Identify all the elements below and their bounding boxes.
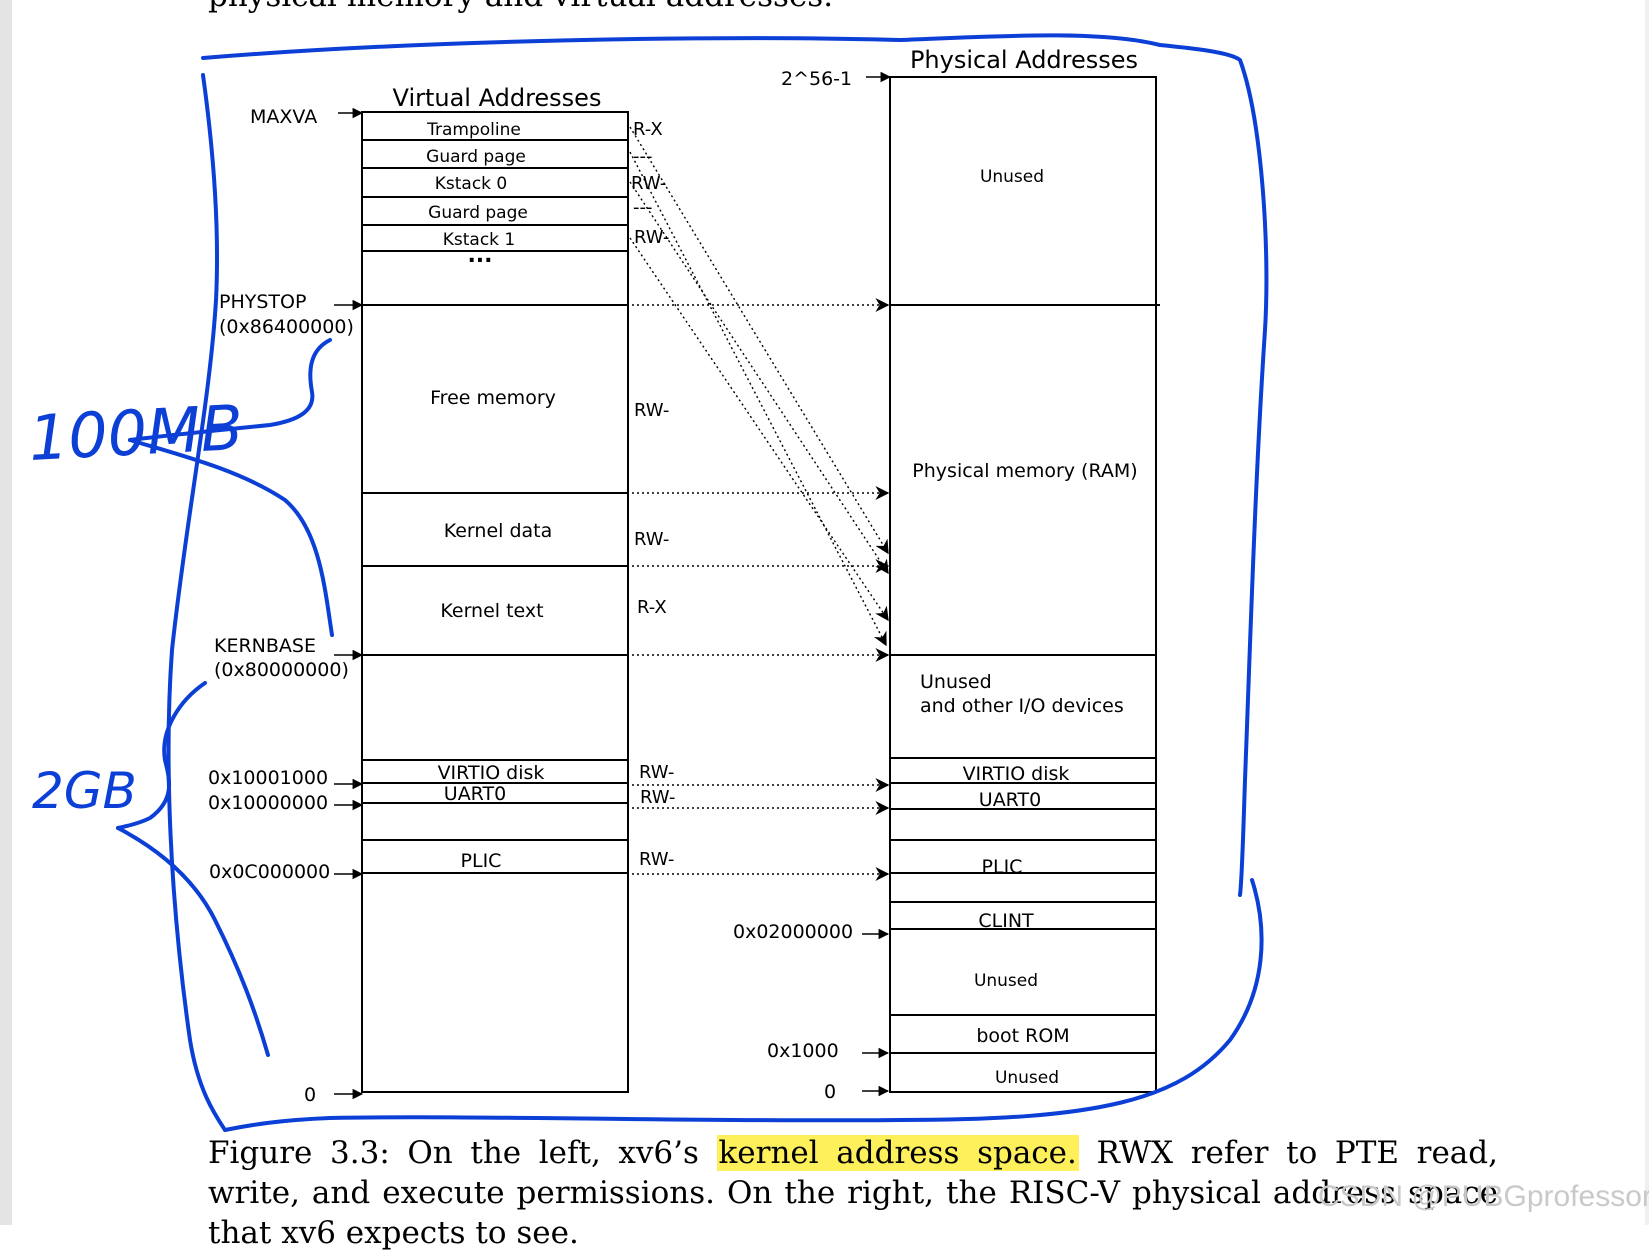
caption-part1: Figure 3.3: On the left, xv6’s	[208, 1135, 717, 1171]
marker-0x10000000: 0x10000000	[208, 792, 328, 814]
perm-kstack-0: RW-	[631, 173, 666, 194]
marker-kernbase-addr: (0x80000000)	[214, 659, 349, 681]
perm-free-memory: RW-	[634, 400, 669, 421]
marker-maxva: MAXVA	[250, 106, 317, 128]
perm-uart0: RW-	[640, 787, 675, 808]
vregion-plic: PLIC	[461, 850, 502, 872]
vregion-trampoline: Trampoline	[426, 120, 521, 140]
marker-0x10001000: 0x10001000	[208, 767, 328, 789]
annotation-100mb: 100MB	[27, 391, 245, 475]
csdn-watermark: CSDN @PUBGprofessor	[1318, 1180, 1649, 1213]
pregion-unused-io: Unused	[920, 671, 992, 693]
perm-kernel-text: R-X	[637, 597, 667, 618]
vregion-free-memory: Free memory	[430, 387, 556, 409]
marker-kernbase: KERNBASE	[214, 635, 316, 657]
window-edge-right	[1645, 0, 1649, 1225]
pregion-plic: PLIC	[982, 856, 1023, 878]
perm-kstack-1: RW-	[634, 227, 669, 248]
physical-address-column	[889, 76, 1160, 1093]
handwritten-annotations	[116, 33, 1269, 1132]
marker-phystop: PHYSTOP	[219, 291, 306, 313]
physical-addresses-title: Physical Addresses	[910, 46, 1138, 74]
vregion-guard-page-1: Guard page	[428, 203, 528, 223]
marker-2-56-1: 2^56-1	[781, 68, 852, 90]
marker-zero-physical: 0	[824, 1081, 836, 1103]
marker-0x0c000000: 0x0C000000	[209, 861, 330, 883]
perm-virtio-disk: RW-	[639, 762, 674, 783]
marker-0x1000: 0x1000	[767, 1040, 839, 1062]
vregion-virtio-disk: VIRTIO disk	[438, 762, 545, 784]
previous-text-line: physical memory and virtual addresses.	[208, 0, 833, 14]
marker-0x02000000: 0x02000000	[733, 921, 853, 943]
vregion-kernel-text: Kernel text	[440, 600, 543, 622]
perm-guard-page-1: ---	[633, 197, 653, 218]
caption-highlight: kernel address space.	[716, 1135, 1079, 1171]
pregion-boot-rom: boot ROM	[976, 1025, 1069, 1047]
pregion-other-io: and other I/O devices	[920, 695, 1124, 717]
marker-phystop-addr: (0x86400000)	[219, 316, 354, 338]
perm-plic: RW-	[639, 849, 674, 870]
annotation-2gb: 2GB	[32, 762, 137, 820]
pregion-uart0: UART0	[979, 789, 1041, 811]
perm-trampoline: R-X	[633, 119, 663, 140]
vregion-kstack-0: Kstack 0	[435, 174, 508, 194]
perm-kernel-data: RW-	[634, 529, 669, 550]
vregion-kstack-1: Kstack 1	[443, 230, 516, 250]
address-space-diagram: Virtual Addresses Physical Addresses Tra…	[27, 33, 1269, 1132]
virtual-addresses-title: Virtual Addresses	[393, 84, 602, 112]
marker-zero-virtual: 0	[304, 1084, 316, 1106]
pregion-ram: Physical memory (RAM)	[912, 460, 1137, 482]
caption-part2: RWX refer to PTE read, write, and execut…	[208, 1135, 1498, 1251]
vregion-guard-page-0: Guard page	[426, 147, 526, 167]
perm-guard-page-0: ---	[633, 146, 653, 167]
pregion-unused-mid: Unused	[974, 971, 1038, 991]
vregion-ellipsis: ...	[467, 243, 492, 268]
virtual-address-column	[361, 111, 629, 1093]
window-edge-left	[0, 0, 12, 1225]
pregion-unused-top: Unused	[980, 167, 1044, 187]
figure-caption: Figure 3.3: On the left, xv6’s kernel ad…	[208, 1133, 1498, 1253]
pregion-clint: CLINT	[978, 910, 1034, 932]
vregion-kernel-data: Kernel data	[444, 520, 553, 542]
pregion-virtio-disk: VIRTIO disk	[963, 763, 1070, 785]
pregion-unused-bottom: Unused	[995, 1068, 1059, 1088]
vregion-uart0: UART0	[444, 783, 506, 805]
